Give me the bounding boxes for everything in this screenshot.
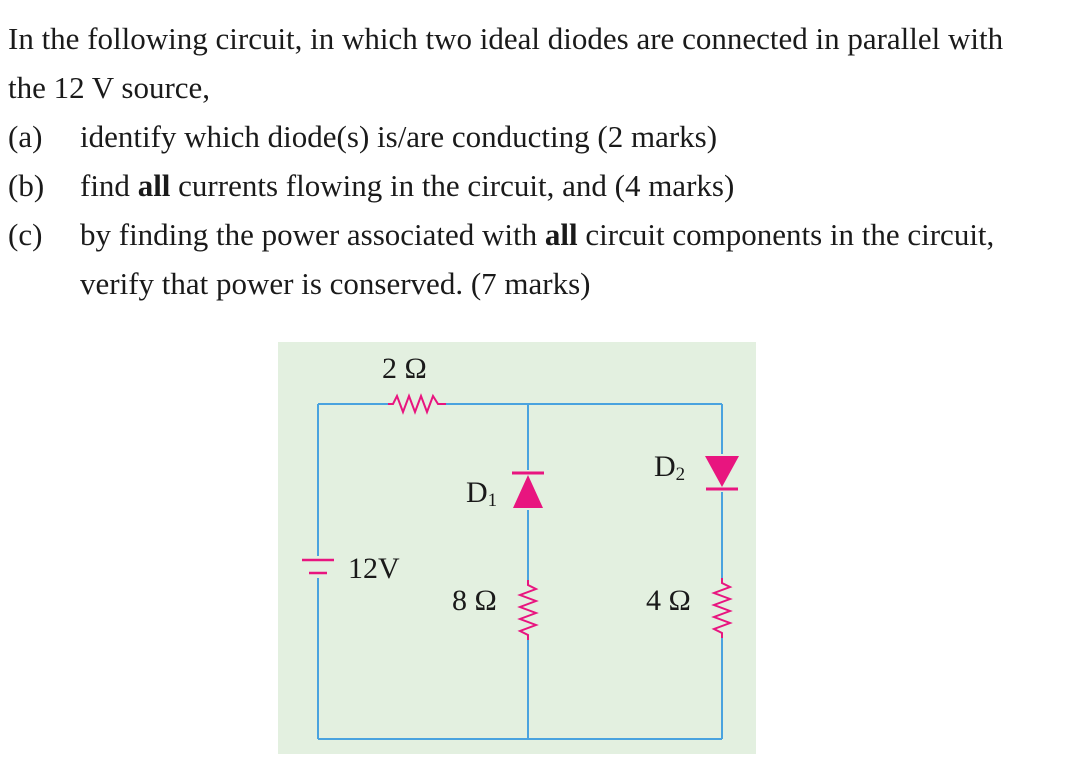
diode-icon <box>512 471 544 508</box>
part-c-text-line2: verify that power is conserved. (7 marks… <box>80 266 591 301</box>
label-r-right: 4 Ω <box>646 584 691 617</box>
circuit-svg: 2 Ω 12V D1 D2 8 Ω 4 Ω <box>278 342 756 754</box>
circuit-diagram: 2 Ω 12V D1 D2 8 Ω 4 Ω <box>278 342 756 754</box>
diode-icon <box>705 456 739 491</box>
intro-line-2: the 12 V source, <box>8 70 211 105</box>
part-c-bold: all <box>544 217 578 252</box>
part-c-text-pre: by finding the power associated with <box>80 217 545 252</box>
label-d1-letter: D1 <box>466 476 497 511</box>
label-d2-sub: 2 <box>676 464 686 485</box>
part-a: (a) identify which diode(s) is/are condu… <box>8 112 1078 161</box>
part-c-mark: (c) <box>8 217 43 252</box>
circuit-wires <box>317 403 723 740</box>
label-d1: D <box>466 476 488 509</box>
label-r-mid: 8 Ω <box>452 584 497 617</box>
part-a-text: identify which diode(s) is/are conductin… <box>80 119 718 154</box>
label-r-top: 2 Ω <box>382 352 427 385</box>
label-d2: D <box>654 450 676 483</box>
intro-line-1: In the following circuit, in which two i… <box>8 21 1004 56</box>
question-text: In the following circuit, in which two i… <box>8 14 1078 308</box>
part-a-mark: (a) <box>8 119 43 154</box>
resistor-icon <box>388 393 446 415</box>
label-source: 12V <box>348 552 400 585</box>
part-b-text-post: currents flowing in the circuit, and (4 … <box>170 168 735 203</box>
part-b-mark: (b) <box>8 168 45 203</box>
label-d2-letter: D2 <box>654 450 685 485</box>
part-c: (c) by finding the power associated with… <box>8 210 1078 308</box>
circuit-background <box>278 342 756 754</box>
part-c-text-post: circuit components in the circuit, <box>577 217 995 252</box>
part-b-text-pre: find <box>80 168 138 203</box>
label-d1-sub: 1 <box>488 490 498 511</box>
battery-icon <box>302 558 334 575</box>
resistor-icon <box>517 580 539 640</box>
resistor-icon <box>711 578 733 638</box>
part-b: (b) find all currents flowing in the cir… <box>8 161 1078 210</box>
part-b-bold: all <box>137 168 171 203</box>
